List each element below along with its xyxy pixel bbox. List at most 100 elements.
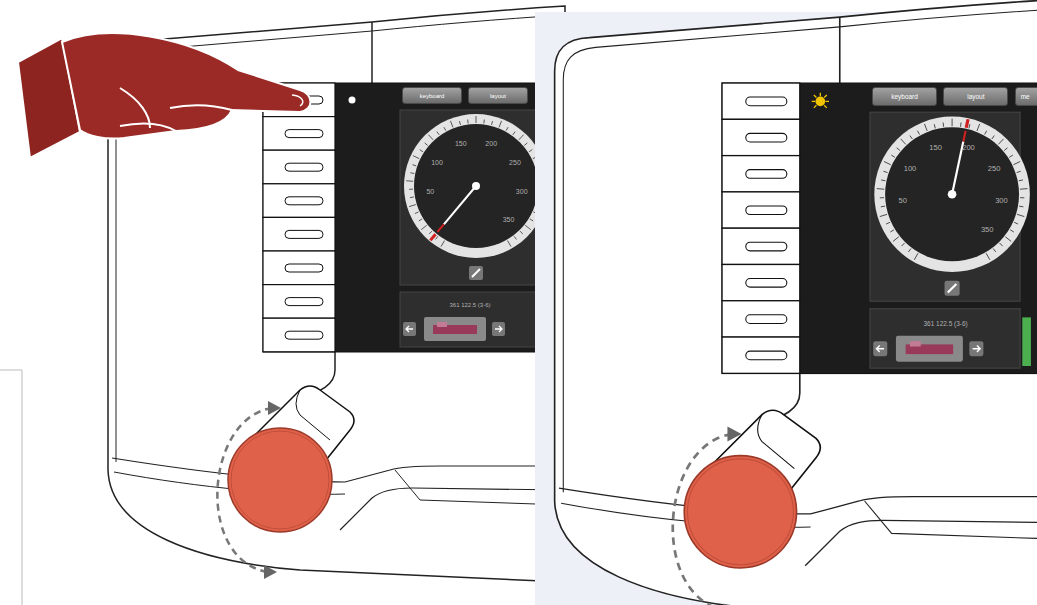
side-button [722, 264, 800, 300]
dial-tick [530, 219, 533, 221]
wrench-button [469, 266, 483, 280]
button-slot [285, 298, 323, 306]
button-label: layout [967, 93, 984, 100]
side-button [722, 301, 800, 337]
fingernail [292, 95, 303, 106]
dial-number: 200 [962, 143, 975, 152]
button-slot [746, 97, 787, 106]
light-ray [826, 101, 829, 102]
dial-tick [917, 131, 919, 135]
dial-tick [880, 197, 884, 198]
dial-number: 350 [981, 225, 994, 234]
dial-tick [491, 121, 493, 125]
dial-number: 150 [929, 143, 942, 152]
dial-tick [429, 231, 432, 234]
arrow-icon [973, 345, 981, 351]
dial-tick [902, 243, 905, 246]
arrow-head [723, 604, 737, 605]
dial-face [885, 127, 1019, 261]
dial-tick [1014, 222, 1018, 224]
dial-tick [524, 143, 527, 146]
screen [263, 83, 563, 352]
dial-tick [1009, 155, 1013, 157]
dial-tick [880, 214, 887, 216]
needle-tip [963, 131, 965, 142]
page-frame [0, 370, 22, 371]
dial-tick [420, 150, 423, 152]
button-slot [746, 315, 787, 324]
button-slot [746, 133, 787, 142]
dial-number: 150 [455, 139, 467, 146]
light-ray [814, 105, 817, 108]
dial-marker [430, 234, 435, 240]
arrow-icon [876, 345, 884, 351]
wrench-button [945, 281, 960, 296]
loco-image-frame [424, 317, 486, 341]
arrow-icon [495, 326, 502, 332]
needle-hub [948, 190, 957, 199]
loco-strip [400, 292, 539, 347]
shell-divider [371, 22, 373, 83]
button-slot [746, 206, 787, 215]
button-label: me [1021, 93, 1030, 100]
dial-tick [998, 139, 1003, 145]
dial-tick [476, 116, 477, 123]
dial-tick [881, 179, 885, 181]
side-button [263, 117, 335, 151]
wrench-icon [948, 284, 957, 293]
button-slot [285, 163, 323, 171]
dial-tick [409, 205, 416, 207]
dial-tick [412, 165, 416, 166]
dial-tick [986, 253, 990, 260]
dial-tick [525, 225, 530, 229]
dial-ring [404, 114, 548, 258]
dial-tick [409, 189, 413, 190]
dial-tick [483, 120, 484, 124]
dial-tick [1005, 237, 1011, 242]
dial-ring [874, 117, 1030, 273]
button-slot [285, 130, 323, 138]
finger-line [170, 105, 232, 110]
dial-tick [436, 236, 438, 239]
button-slot [746, 279, 787, 288]
side-button [722, 228, 800, 264]
dial-tick [421, 225, 426, 229]
dial-number: 50 [899, 195, 907, 204]
dial-tick [993, 249, 996, 252]
dial-tick [1013, 161, 1020, 164]
button-label: keyboard [420, 93, 445, 99]
dial-tick [910, 136, 913, 140]
device-shell [555, 0, 1037, 605]
dial-tick [520, 231, 523, 234]
dial-tick [1020, 197, 1024, 198]
side-button [263, 150, 335, 184]
dial-tick [467, 120, 468, 124]
bezel-line [340, 488, 565, 530]
dial-number: 300 [516, 188, 528, 195]
needle-tip [437, 224, 443, 232]
page-frame [22, 370, 23, 605]
dial-tick [499, 121, 502, 128]
bezel-line [559, 488, 1037, 514]
dial-tick [901, 139, 906, 145]
finger-line [120, 123, 176, 131]
light-ray [814, 95, 817, 98]
dial-number: 100 [904, 163, 917, 172]
knob-rim [231, 431, 329, 529]
dial-tick [914, 253, 918, 260]
dial-tick [508, 241, 512, 247]
level-bar [1022, 317, 1031, 366]
dial-tick [1020, 188, 1028, 190]
menu-button: keyboard [402, 87, 462, 104]
dial-tick [1019, 179, 1023, 181]
loco-window [910, 341, 921, 346]
dial-number: 100 [431, 158, 443, 165]
dial-tick [890, 230, 894, 232]
arrow-button [403, 322, 416, 336]
button-slot [746, 242, 787, 251]
loco-id: 361 122.5 (3-6) [923, 319, 967, 326]
light-ray [824, 95, 827, 98]
arrow-head [264, 565, 277, 579]
dial-tick [877, 188, 885, 190]
light-ray [824, 105, 827, 108]
